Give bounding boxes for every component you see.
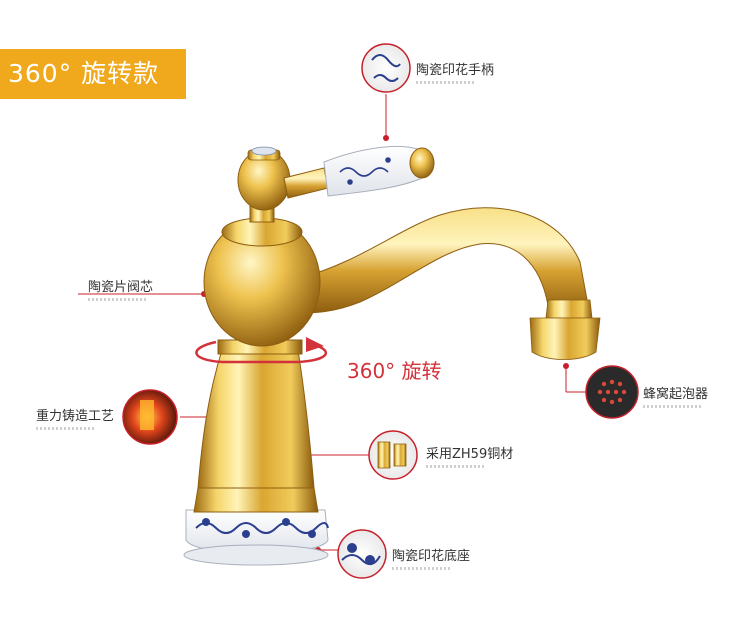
callout-material-label: 采用ZH59铜材 xyxy=(426,447,514,462)
callout-valve: 陶瓷片阀芯 xyxy=(88,276,153,301)
porcelain-handle xyxy=(283,145,435,199)
casting-thumb xyxy=(122,389,178,445)
base-ring xyxy=(193,487,319,513)
callout-aerator: 蜂窝起泡器 xyxy=(643,383,708,408)
callout-base-label: 陶瓷印花底座 xyxy=(392,549,471,564)
handle-cap xyxy=(237,146,291,211)
faucet-spout xyxy=(299,207,601,360)
callout-aerator-underline xyxy=(643,405,703,408)
callout-base-underline xyxy=(392,567,452,570)
callout-casting: 重力铸造工艺 xyxy=(36,405,114,430)
callout-material-underline xyxy=(426,465,486,468)
aerator-thumb xyxy=(585,365,639,419)
leader-lines xyxy=(78,94,588,551)
material-thumb xyxy=(368,430,418,480)
callout-base: 陶瓷印花底座 xyxy=(392,545,470,570)
callout-handle: 陶瓷印花手柄 xyxy=(416,59,494,84)
callout-casting-underline xyxy=(36,427,96,430)
callout-handle-underline xyxy=(416,81,476,84)
handle-thumb xyxy=(361,43,411,93)
callout-casting-label: 重力铸造工艺 xyxy=(36,409,115,424)
faucet-body xyxy=(197,349,315,489)
callout-handle-label: 陶瓷印花手柄 xyxy=(416,63,495,78)
base-thumb xyxy=(337,529,387,579)
callout-valve-label: 陶瓷片阀芯 xyxy=(88,280,154,295)
porcelain-base xyxy=(183,509,329,566)
rotation-label: 360° 旋转 xyxy=(347,359,442,383)
callout-valve-underline xyxy=(88,298,148,301)
callout-aerator-label: 蜂窝起泡器 xyxy=(643,387,709,402)
rotation-arrowhead xyxy=(306,337,324,352)
callout-material: 采用ZH59铜材 xyxy=(426,443,513,468)
product-banner: 360° 旋转款 xyxy=(0,49,186,99)
